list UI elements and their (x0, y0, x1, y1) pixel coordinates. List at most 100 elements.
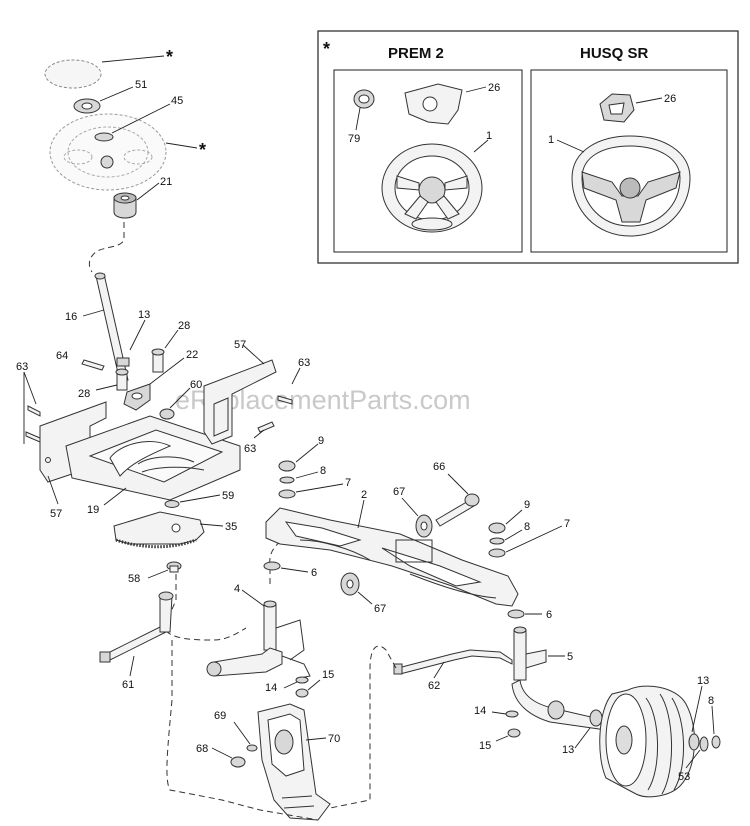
callout-66: 66 (433, 461, 445, 473)
callout-8c: 8 (708, 695, 714, 707)
console-panel-57-right (203, 359, 277, 445)
dashed-tie-rod-link (329, 645, 397, 809)
nut-68-part (230, 756, 246, 768)
callout-star-top: * (166, 47, 173, 67)
callout-53: 53 (678, 771, 690, 783)
spacer-67b-part (340, 572, 360, 596)
washer-13b-part (688, 733, 700, 751)
callout-60: 60 (190, 379, 202, 391)
callout-7a: 7 (345, 477, 351, 489)
front-wheel-part (599, 685, 696, 798)
callout-15a: 15 (322, 669, 334, 681)
sector-gear-35-part (113, 511, 205, 549)
washer-69-part (246, 744, 258, 752)
nut-15b-part (507, 728, 521, 738)
drag-link-61-part (99, 591, 174, 663)
callout-inset-26a: 26 (488, 82, 500, 94)
steering-adapter-part (73, 98, 101, 114)
callout-63a: 63 (16, 361, 28, 373)
bolt-58-part (166, 561, 182, 573)
callout-2: 2 (361, 489, 367, 501)
pin-64-part (81, 359, 105, 371)
screw-63a-part (25, 405, 41, 443)
inset-marker: * (323, 39, 330, 59)
bushing-6a-part (263, 561, 281, 571)
callout-67b: 67 (374, 603, 386, 615)
nut-60-part (159, 408, 175, 420)
callout-star-mid: * (199, 140, 206, 160)
bushing-7b-part (488, 548, 506, 558)
husq-cover-part (599, 93, 635, 123)
callout-inset-26b: 26 (664, 93, 676, 105)
callout-70: 70 (328, 733, 340, 745)
callout-62: 62 (428, 680, 440, 692)
callout-8b: 8 (524, 521, 530, 533)
washer-14b-part (505, 710, 519, 718)
bushing-7a-part (278, 489, 296, 499)
callout-63b: 63 (298, 357, 310, 369)
steering-wheel-ghost-part (49, 113, 167, 191)
callout-inset-1a: 1 (486, 130, 492, 142)
screw-63b-part (277, 395, 293, 405)
dashed-gear-link (163, 574, 247, 641)
inset-box: * PREM 2 26 79 1 HUSQ SR (317, 30, 739, 264)
screw-63c-part (257, 421, 275, 433)
washer-59-part (164, 500, 180, 508)
prem2-emblem-part (353, 89, 375, 109)
callout-21: 21 (160, 176, 172, 188)
bracket-22-part (123, 383, 151, 411)
prem2-cover-part (404, 83, 463, 125)
clip-8c-part (711, 735, 721, 749)
callout-69: 69 (214, 710, 226, 722)
callout-68: 68 (196, 743, 208, 755)
right-spindle-5-part (511, 626, 607, 731)
callout-9a: 9 (318, 435, 324, 447)
left-spindle-4-part (206, 600, 311, 679)
callout-inset-79: 79 (348, 133, 360, 145)
callout-4: 4 (234, 583, 240, 595)
callout-58: 58 (128, 573, 140, 585)
pedal-plate-70-part (257, 703, 331, 821)
callout-63c: 63 (244, 443, 256, 455)
callout-28a: 28 (178, 320, 190, 332)
callout-5: 5 (567, 651, 573, 663)
front-axle-2-part (265, 507, 519, 607)
nut-15a-part (295, 688, 309, 698)
callout-59: 59 (222, 490, 234, 502)
callout-14a: 14 (265, 682, 277, 694)
inset-title-prem2: PREM 2 (388, 45, 444, 62)
callout-64: 64 (56, 350, 68, 362)
bolt-28b-part (115, 368, 129, 391)
callout-51: 51 (135, 79, 147, 91)
prem2-wheel-part (381, 143, 483, 233)
callout-13a: 13 (138, 309, 150, 321)
pivot-bolt-66-part (435, 493, 480, 527)
callout-61: 61 (122, 679, 134, 691)
washer-8a-part (279, 476, 295, 484)
callout-13b: 13 (697, 675, 709, 687)
washer-8b-part (489, 537, 505, 545)
callout-6a: 6 (311, 567, 317, 579)
cap-9b-part (488, 522, 506, 534)
callout-6b: 6 (546, 609, 552, 621)
callout-15b: 15 (479, 740, 491, 752)
callout-28b: 28 (78, 388, 90, 400)
dashed-shaft-link (88, 222, 125, 273)
callout-67a: 67 (393, 486, 405, 498)
callout-7b: 7 (564, 518, 570, 530)
spacer-67a-part (415, 514, 433, 538)
callout-9b: 9 (524, 499, 530, 511)
inset-title-husq-sr: HUSQ SR (580, 45, 649, 62)
hub-nut-part (100, 155, 114, 169)
washer-45-part (94, 132, 114, 142)
callout-8a: 8 (320, 465, 326, 477)
callout-45: 45 (171, 95, 183, 107)
husq-wheel-part (571, 135, 691, 237)
steering-shaft-part (94, 272, 130, 383)
callout-14b: 14 (474, 705, 486, 717)
callout-35: 35 (225, 521, 237, 533)
callout-57b: 57 (50, 508, 62, 520)
bushing-6b-part (507, 609, 525, 619)
callout-13c: 13 (562, 744, 574, 756)
steering-cap-part (44, 59, 102, 89)
